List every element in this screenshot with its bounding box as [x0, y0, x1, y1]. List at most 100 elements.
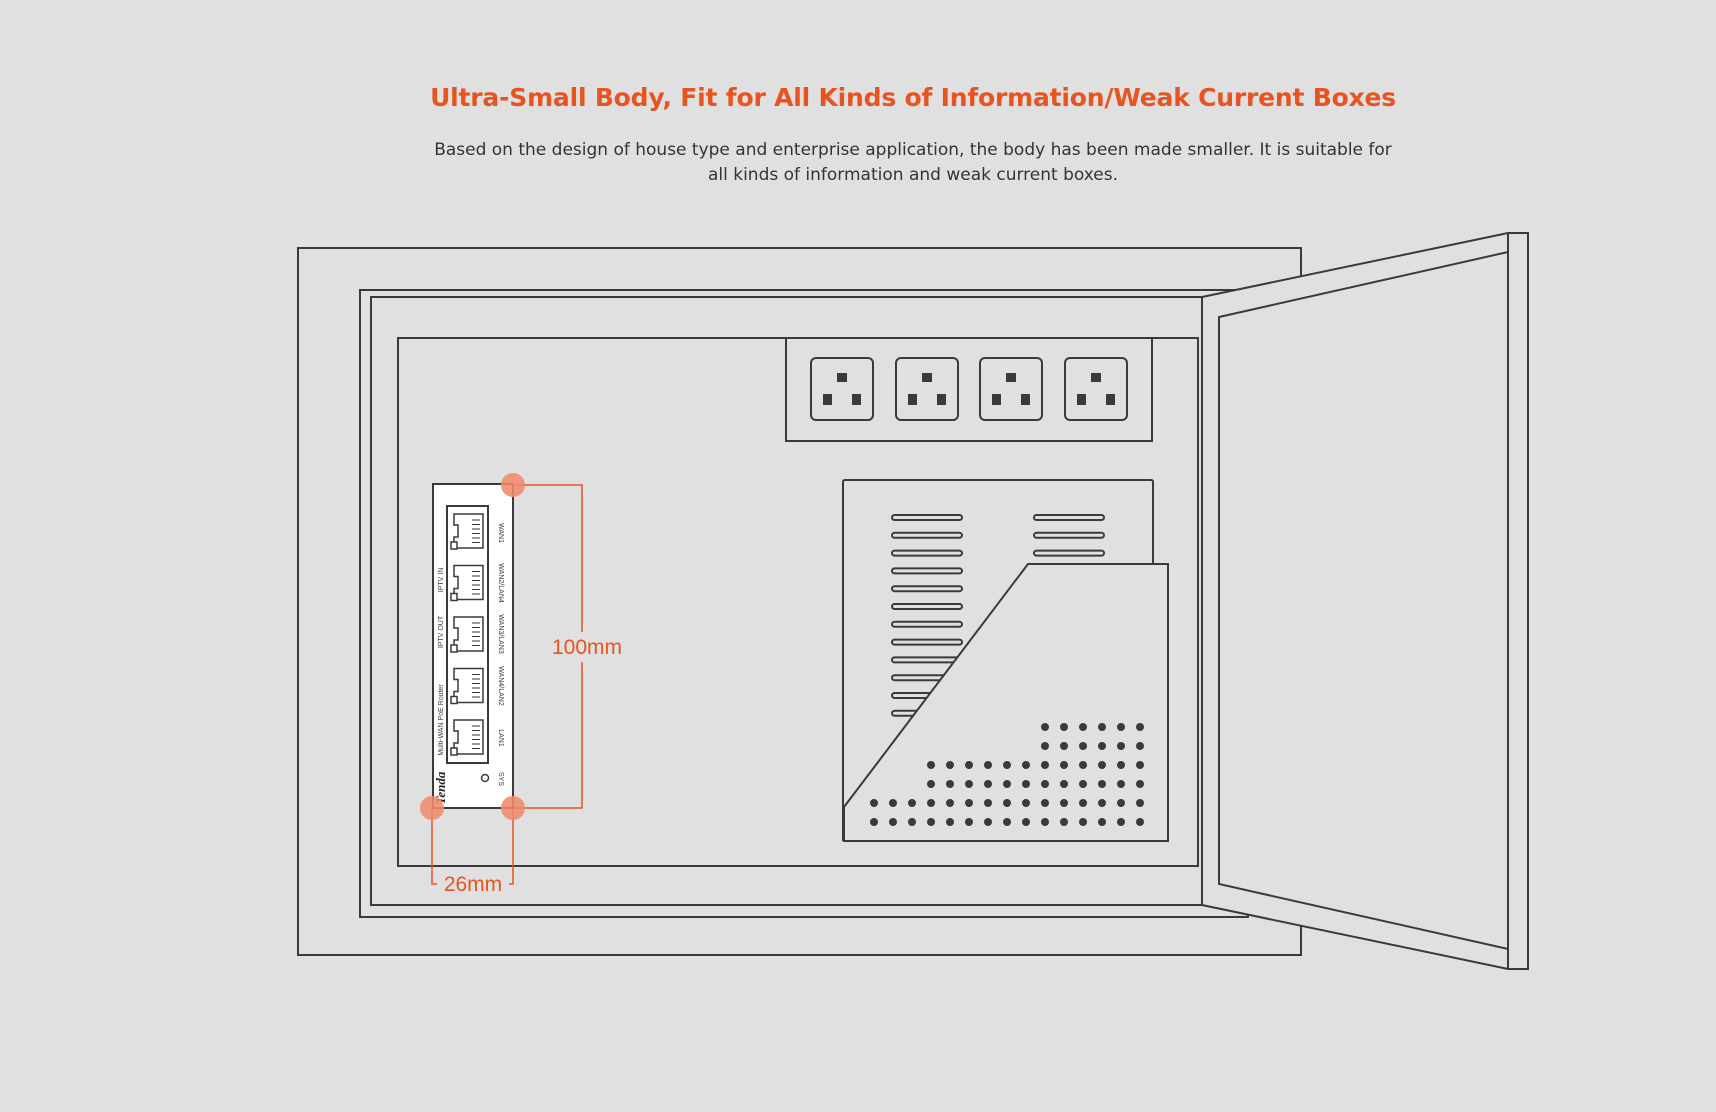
speaker-dot	[1079, 818, 1087, 826]
speaker-dot	[965, 799, 973, 807]
speaker-dot	[984, 761, 992, 769]
port-label-wan1: WAN1	[497, 523, 504, 543]
sys-label: SYS	[497, 772, 504, 786]
speaker-dot	[1136, 742, 1144, 750]
vent-slot	[891, 638, 963, 646]
front-device	[843, 563, 1169, 842]
speaker-dot	[1079, 742, 1087, 750]
vented-device	[842, 479, 1169, 842]
router: WAN1 WAN2/LAN4 WAN3/LAN3 WAN4/LAN2 LAN1 …	[432, 483, 514, 809]
speaker-dot	[946, 780, 954, 788]
speaker-dot	[1022, 761, 1030, 769]
speaker-dot	[1022, 799, 1030, 807]
port-label-wan2-lan4: WAN2/LAN4	[497, 563, 504, 603]
speaker-dot	[1136, 761, 1144, 769]
speaker-dot	[1079, 799, 1087, 807]
speaker-dot	[1060, 723, 1068, 731]
power-socket	[895, 357, 959, 421]
speaker-dot	[965, 818, 973, 826]
dimension-marker	[420, 796, 444, 820]
speaker-dot	[1041, 780, 1049, 788]
vent-slot	[891, 531, 963, 539]
tenda-logo: Tenda	[433, 771, 448, 804]
speaker-dot	[1041, 761, 1049, 769]
speaker-dot	[1098, 818, 1106, 826]
speaker-dot	[1060, 780, 1068, 788]
ethernet-port	[450, 564, 484, 602]
ethernet-port	[450, 616, 484, 653]
speaker-dot	[1117, 818, 1125, 826]
vent-slot	[891, 620, 963, 628]
speaker-dot	[1060, 742, 1068, 750]
speaker-dot	[1079, 723, 1087, 731]
speaker-dot	[870, 818, 878, 826]
speaker-dot	[927, 761, 935, 769]
speaker-dot	[1003, 761, 1011, 769]
port-panel	[446, 505, 489, 764]
speaker-dot	[927, 799, 935, 807]
cabinet-door	[1201, 232, 1529, 970]
height-dimension-label: 100mm	[552, 636, 622, 659]
vent-slot	[1033, 514, 1105, 521]
iptv-out-label: IPTV OUT	[438, 615, 445, 648]
description: Based on the design of house type and en…	[434, 140, 1392, 185]
speaker-dot	[1136, 723, 1144, 731]
port-label-wan3-lan3: WAN3/LAN3	[497, 614, 504, 654]
vent-slot	[891, 514, 963, 521]
speaker-dot	[1041, 742, 1049, 750]
speaker-dot	[1003, 818, 1011, 826]
router-model: Multi-WAN PoE Router	[438, 684, 445, 756]
speaker-dot	[889, 818, 897, 826]
speaker-dot	[1117, 742, 1125, 750]
speaker-dot	[1060, 799, 1068, 807]
speaker-dot	[1079, 761, 1087, 769]
speaker-dot	[984, 780, 992, 788]
speaker-dot	[1136, 780, 1144, 788]
speaker-dot	[1041, 818, 1049, 826]
port-label-lan1: LAN1	[497, 729, 504, 747]
power-socket	[1064, 357, 1128, 421]
speaker-dot	[1003, 780, 1011, 788]
speaker-dot	[1022, 818, 1030, 826]
speaker-dot	[908, 818, 916, 826]
power-socket	[979, 357, 1043, 421]
speaker-dot	[927, 780, 935, 788]
speaker-dot	[870, 799, 878, 807]
iptv-in-label: IPTV IN	[438, 568, 445, 593]
speaker-dot	[927, 818, 935, 826]
ethernet-port	[450, 513, 484, 550]
vent-slot	[1033, 549, 1105, 557]
speaker-dot	[1098, 723, 1106, 731]
speaker-dot	[1136, 818, 1144, 826]
speaker-dot	[908, 799, 916, 807]
speaker-dot	[1098, 761, 1106, 769]
speaker-dot	[1079, 780, 1087, 788]
speaker-dot	[984, 799, 992, 807]
sys-led	[480, 773, 490, 783]
speaker-dot	[1117, 799, 1125, 807]
speaker-dot	[965, 761, 973, 769]
speaker-dot	[946, 818, 954, 826]
speaker-dot	[1098, 780, 1106, 788]
vent-slot	[891, 567, 963, 575]
speaker-dot	[1041, 799, 1049, 807]
vent-slot	[891, 549, 963, 557]
port-label-wan4-lan2: WAN4/LAN2	[497, 666, 504, 706]
dimension-marker	[501, 796, 525, 820]
speaker-dot	[1117, 761, 1125, 769]
header: Ultra-Small Body, Fit for All Kinds of I…	[0, 78, 1716, 188]
ethernet-port	[450, 667, 484, 705]
speaker-dots	[870, 723, 1144, 826]
speaker-dot	[1041, 723, 1049, 731]
dimension-marker	[501, 473, 525, 497]
speaker-dot	[1117, 780, 1125, 788]
vent-slot	[891, 603, 963, 610]
speaker-dot	[1098, 799, 1106, 807]
headline: Ultra-Small Body, Fit for All Kinds of I…	[430, 83, 1396, 112]
speaker-dot	[889, 799, 897, 807]
speaker-dot	[1003, 799, 1011, 807]
speaker-dot	[1060, 818, 1068, 826]
ethernet-ports	[450, 513, 484, 756]
power-strip	[785, 337, 1153, 442]
power-socket	[810, 357, 874, 421]
